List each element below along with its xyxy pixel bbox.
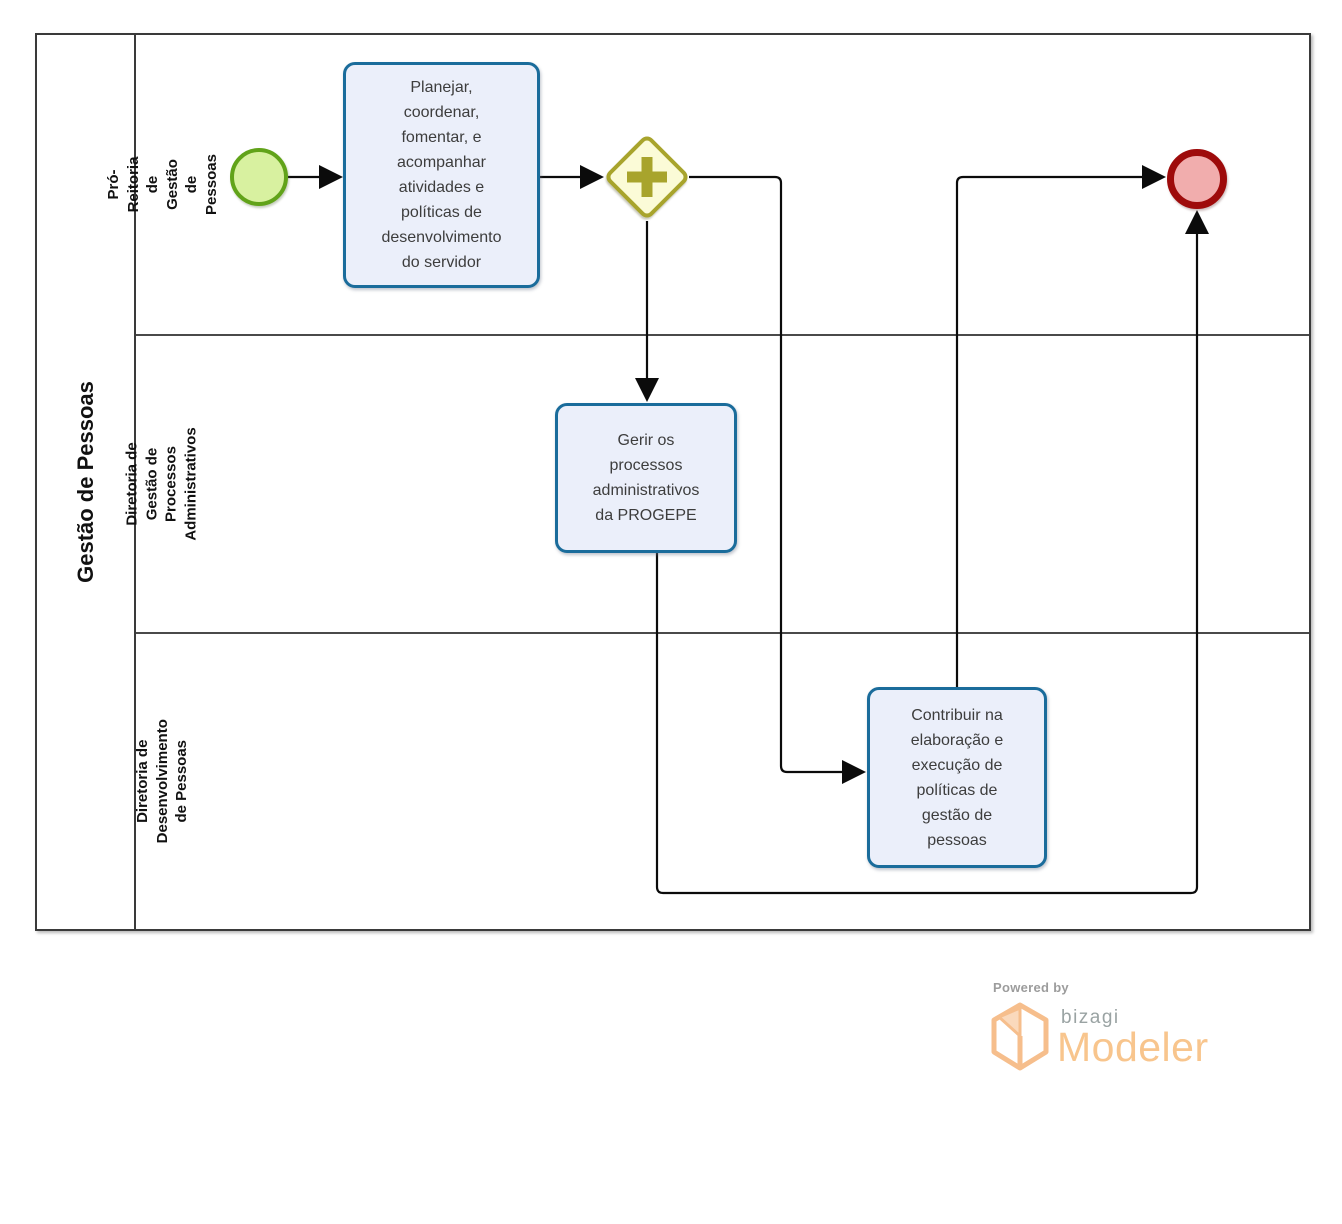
lane-label: Diretoria de Gestão de Processos Adminis… [124,427,200,541]
lane-label-strip: Diretoria de Desenvolvimento de Pessoas [134,634,190,929]
start-event[interactable] [230,148,288,206]
task-label: Gerir os processos administrativos da PR… [592,432,700,524]
pool-title-strip: Gestão de Pessoas [37,35,136,929]
task-contribuir-politicas[interactable]: Contribuir na elaboração e execução de p… [867,687,1047,868]
task-gerir-processos[interactable]: Gerir os processos administrativos da PR… [555,403,737,553]
bizagi-modeler-watermark: Powered by bizagi Modeler [985,978,1265,1082]
powered-by-text: Powered by [993,980,1069,995]
bizagi-hexagon-icon [991,1002,1049,1071]
lane-label: Diretoria de Desenvolvimento de Pessoas [133,719,190,844]
task-label: Contribuir na elaboração e execução de p… [910,706,1004,849]
lane-diretoria-desenvolvimento: Diretoria de Desenvolvimento de Pessoas [134,632,1309,929]
end-event[interactable] [1167,149,1227,209]
parallel-gateway-plus-icon [616,146,678,208]
task-planejar-coordenar[interactable]: Planejar, coordenar, fomentar, e acompan… [343,62,540,288]
bizagi-wordmark: bizagi [1061,1007,1120,1028]
lane-pro-reitoria: Pró-Reitoria de Gestão de Pessoas [105,35,1309,334]
lane-label-strip: Diretoria de Gestão de Processos Adminis… [124,336,200,632]
modeler-wordmark: Modeler [1057,1024,1209,1070]
pool-title: Gestão de Pessoas [72,381,98,583]
lane-label-strip: Pró-Reitoria de Gestão de Pessoas [105,35,220,334]
task-label: Planejar, coordenar, fomentar, e acompan… [381,79,502,271]
lane-label: Pró-Reitoria de Gestão de Pessoas [104,154,220,215]
